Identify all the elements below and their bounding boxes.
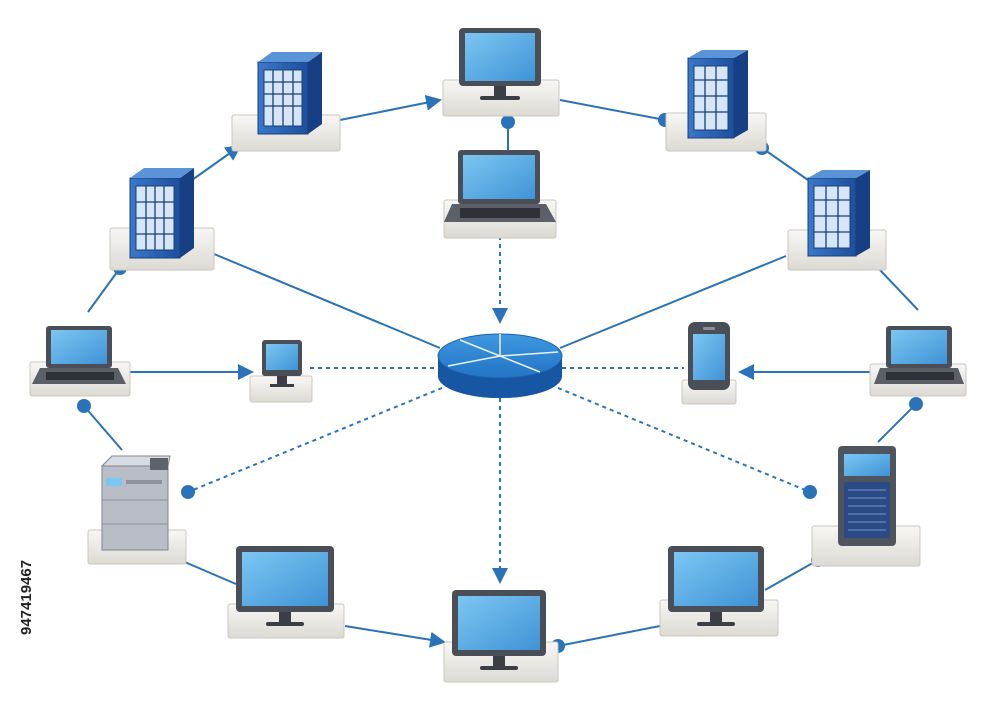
printer-icon	[87, 455, 187, 565]
link-monitor-tc-server-tr	[559, 99, 672, 127]
laptop-icon	[29, 326, 131, 397]
phone-icon	[681, 322, 737, 405]
link-laptop-l-printer	[77, 399, 123, 451]
link-monitor-br-monitor-bc	[551, 625, 661, 653]
tower-pc-icon	[811, 446, 921, 567]
server-icon	[787, 170, 887, 271]
monitor-icon	[443, 590, 559, 683]
link-printer-monitor-bl	[179, 559, 237, 585]
server-icon	[231, 52, 341, 152]
monitor-icon	[227, 546, 345, 639]
link-laptop-r-tower	[877, 397, 923, 443]
image-id-text: 947419467	[18, 560, 35, 635]
network-hub-icon	[437, 333, 563, 398]
laptop-icon	[443, 150, 557, 239]
dash-hub-tower	[557, 387, 817, 499]
monitor-icon	[249, 340, 313, 403]
server-icon	[109, 168, 215, 271]
monitor-icon	[442, 28, 560, 117]
link-tower-monitor-br	[764, 553, 825, 591]
image-id-label: 947419467	[18, 560, 35, 635]
connection-lines	[77, 94, 923, 653]
link-server-tl-monitor-tc	[339, 94, 442, 121]
link-server-l-hub	[213, 253, 441, 349]
link-monitor-bl-monitor-bc	[344, 625, 446, 648]
link-server-l-server-tl	[191, 144, 242, 181]
link-server-tr-server-r	[755, 141, 809, 181]
link-server-r-hub	[559, 255, 787, 349]
monitor-icon	[659, 546, 779, 637]
link-server-l-laptop-l	[87, 261, 127, 313]
laptop-icon	[869, 326, 967, 397]
dashed-links	[181, 236, 817, 584]
server-icon	[665, 50, 767, 152]
link-server-r-laptop-r	[879, 269, 919, 311]
dash-hub-printer	[181, 387, 443, 499]
